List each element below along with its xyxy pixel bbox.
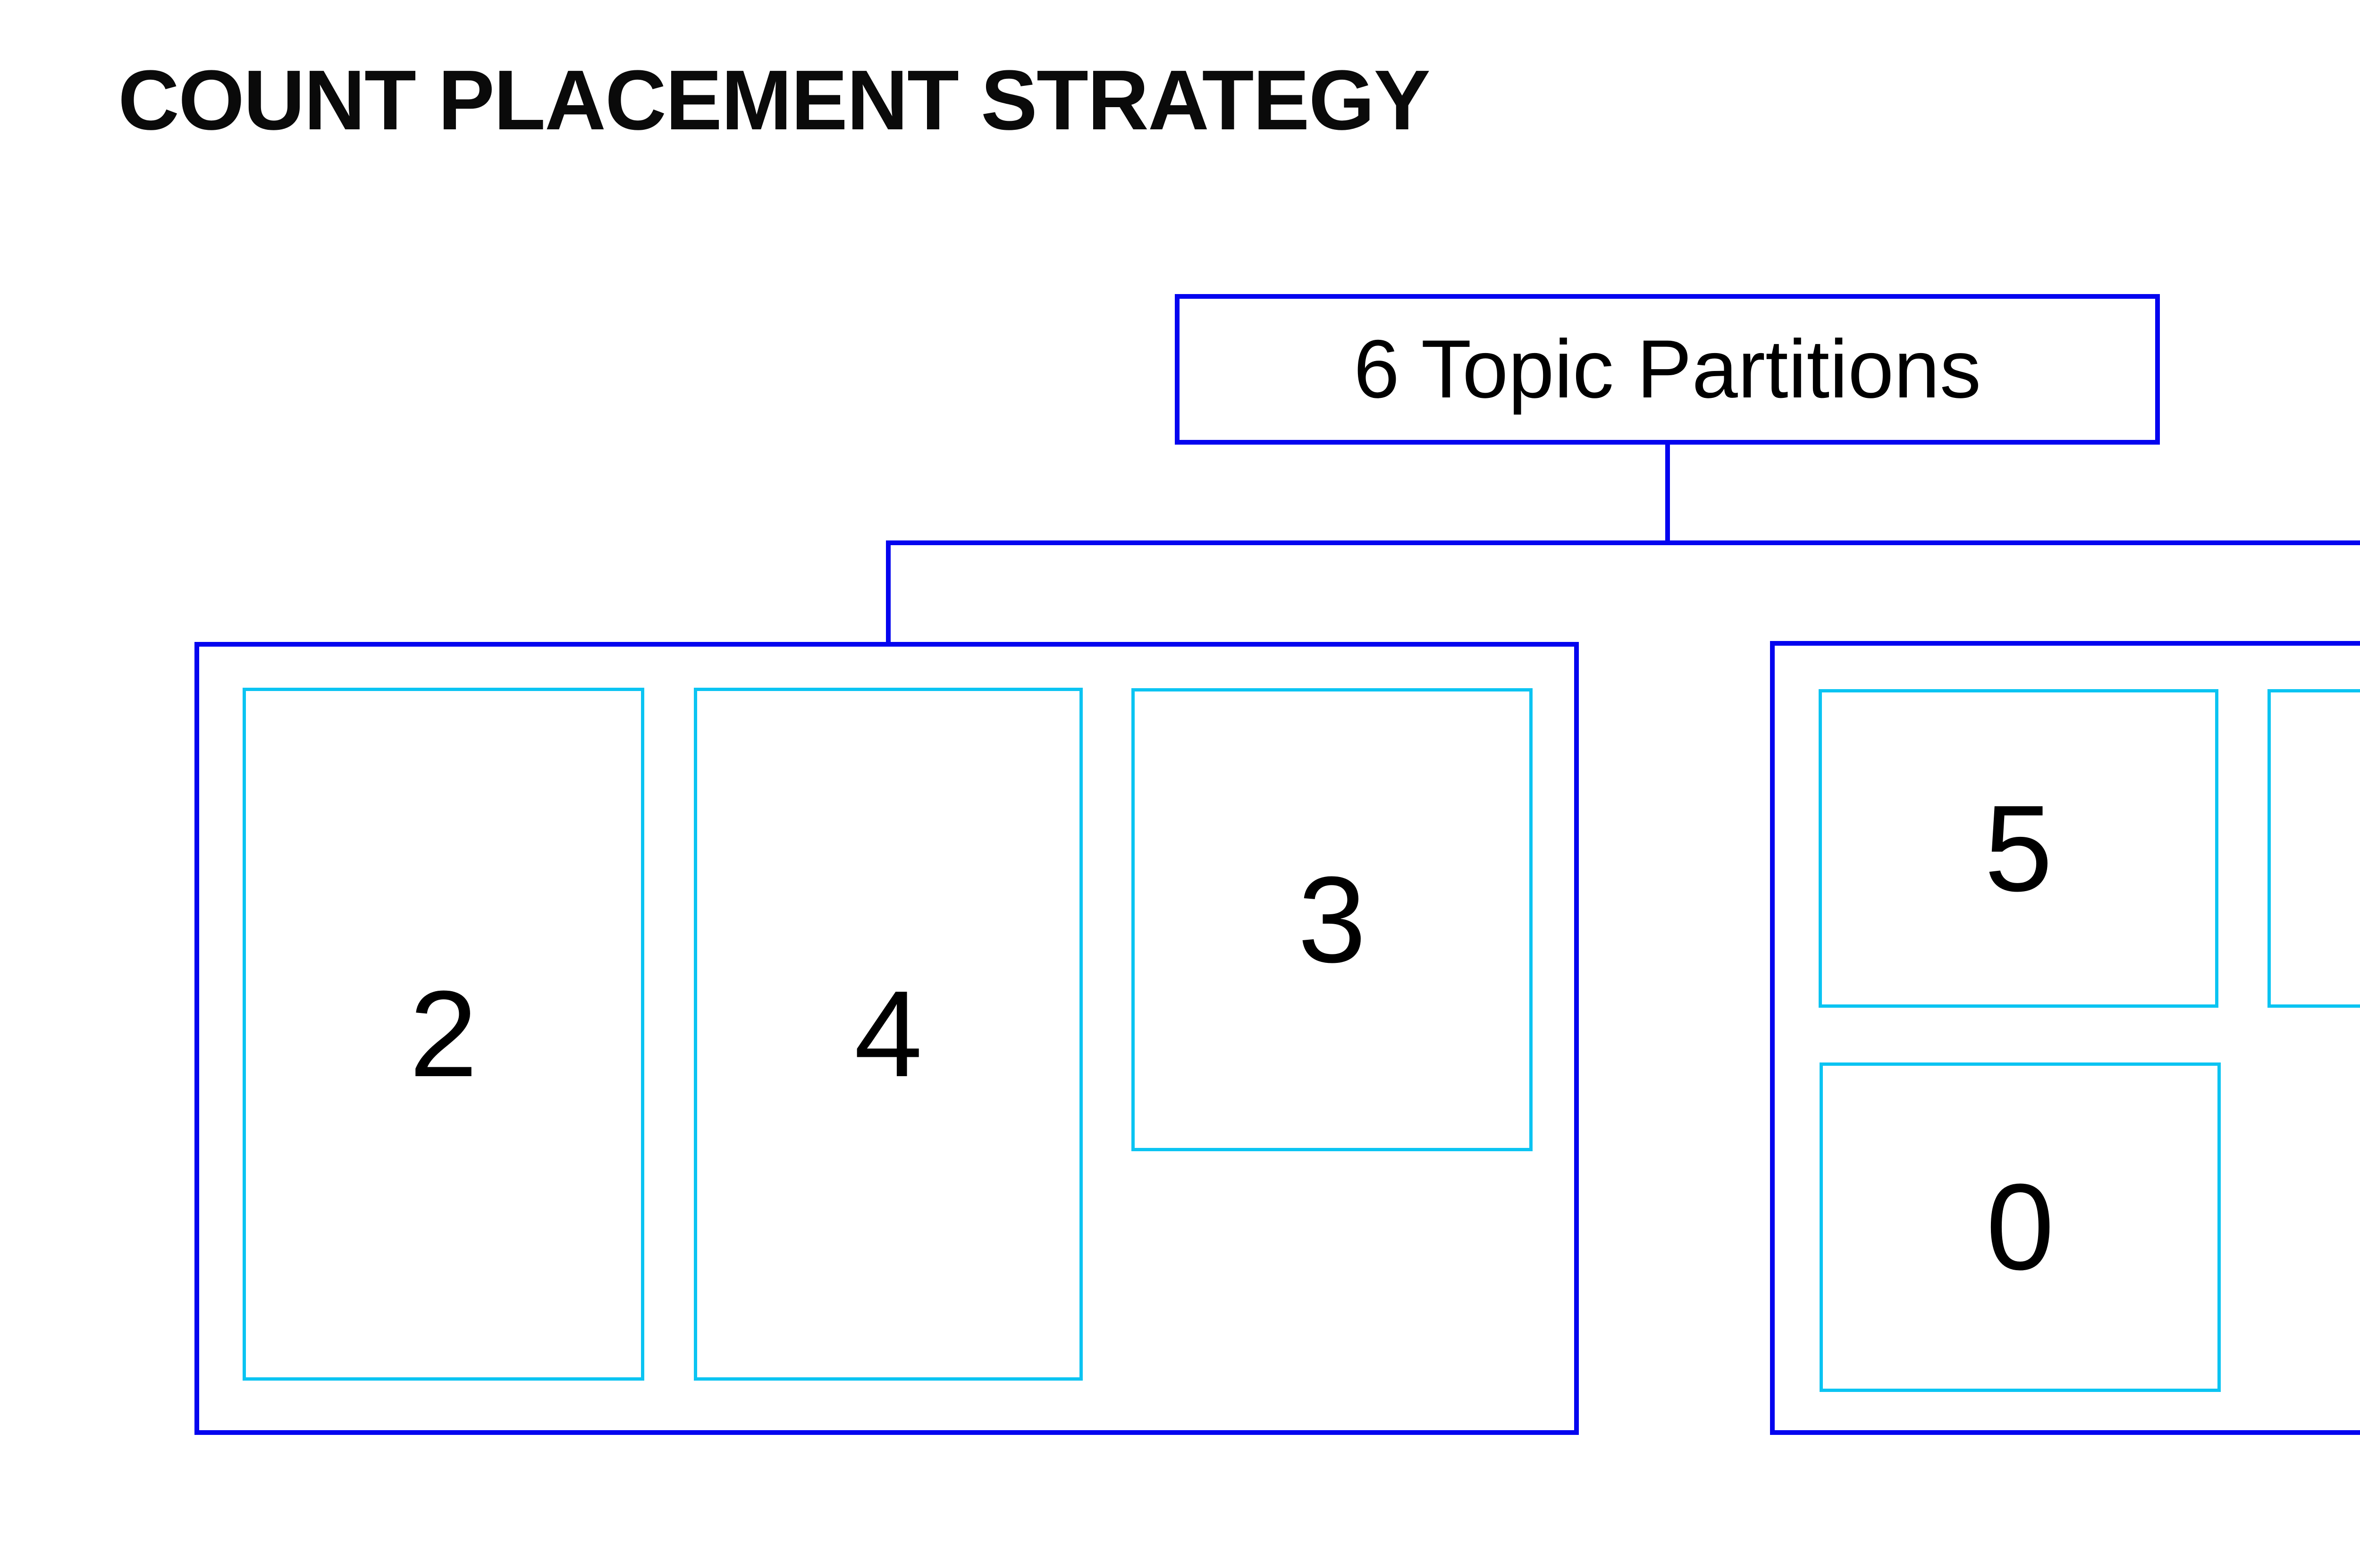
partition-label-2: 2 bbox=[409, 966, 478, 1103]
partition-box-1: 1 bbox=[2267, 689, 2360, 1008]
partition-label-5: 5 bbox=[1984, 780, 2053, 917]
root-node-label: 6 Topic Partitions bbox=[1353, 323, 1981, 415]
partition-label-4: 4 bbox=[854, 966, 923, 1103]
partition-box-2: 2 bbox=[243, 688, 644, 1381]
partition-box-3: 3 bbox=[1131, 688, 1533, 1151]
connector-horizontal-line bbox=[886, 540, 2360, 545]
connector-drop-left bbox=[886, 540, 891, 642]
partition-box-0: 0 bbox=[1820, 1062, 2221, 1392]
page-title: COUNT PLACEMENT STRATEGY bbox=[118, 53, 1431, 148]
root-node-topic-partitions: 6 Topic Partitions bbox=[1175, 294, 2160, 445]
partition-label-0: 0 bbox=[1986, 1159, 2055, 1296]
partition-box-4: 4 bbox=[694, 688, 1083, 1381]
partition-label-3: 3 bbox=[1298, 851, 1366, 988]
connector-root-stub bbox=[1665, 445, 1670, 543]
partition-box-5: 5 bbox=[1819, 689, 2218, 1008]
